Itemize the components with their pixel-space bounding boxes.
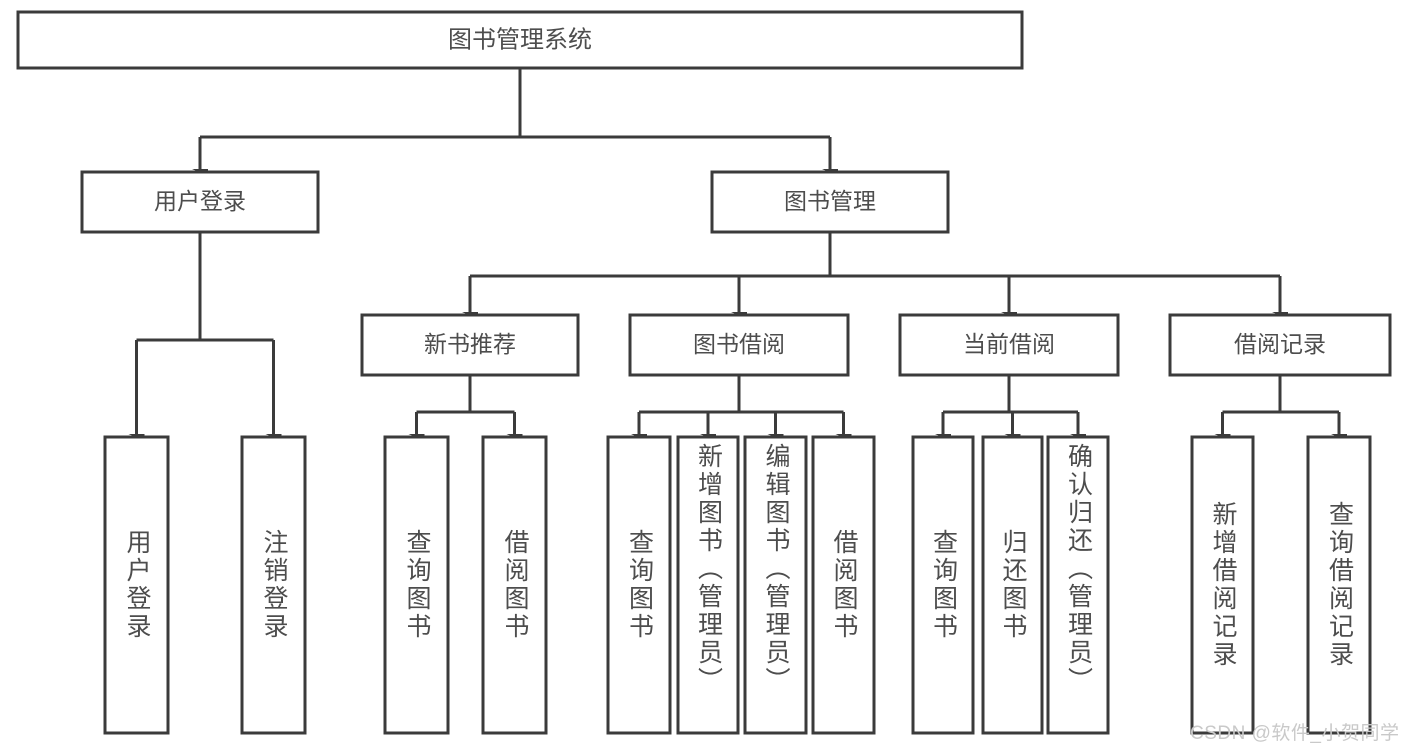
root-label-0: 图书管理系统 xyxy=(448,26,592,53)
leaf-box-11[interactable] xyxy=(1190,435,1255,735)
connectors-layer xyxy=(137,68,1340,435)
level2-box-1[interactable] xyxy=(710,170,950,234)
level2-label-0: 用户登录 xyxy=(154,188,246,214)
level3-box-1[interactable] xyxy=(628,313,850,377)
leaf-box-2[interactable] xyxy=(383,435,450,735)
boxes-layer xyxy=(16,10,1392,735)
level3-label-2: 当前借阅 xyxy=(963,331,1055,357)
leaf-box-5[interactable] xyxy=(676,435,740,735)
level3-label-3: 借阅记录 xyxy=(1234,331,1326,357)
leaf-box-1[interactable] xyxy=(240,435,307,735)
leaf-box-4[interactable] xyxy=(606,435,672,735)
level3-label-1: 图书借阅 xyxy=(693,331,785,357)
leaf-box-3[interactable] xyxy=(481,435,548,735)
csdn-watermark: CSDN @软件_小贺同学 xyxy=(1190,723,1400,744)
leaf-box-6[interactable] xyxy=(743,435,808,735)
level3-box-2[interactable] xyxy=(898,313,1120,377)
root-box-0[interactable] xyxy=(16,10,1024,70)
level2-label-1: 图书管理 xyxy=(784,188,876,214)
leaf-box-7[interactable] xyxy=(811,435,876,735)
leaf-box-0[interactable] xyxy=(103,435,170,735)
leaf-box-12[interactable] xyxy=(1306,435,1372,735)
leaf-box-9[interactable] xyxy=(981,435,1044,735)
level3-box-0[interactable] xyxy=(360,313,580,377)
level3-box-3[interactable] xyxy=(1168,313,1392,377)
leaf-box-8[interactable] xyxy=(911,435,975,735)
level3-label-0: 新书推荐 xyxy=(424,331,516,357)
level2-box-0[interactable] xyxy=(80,170,320,234)
leaf-box-10[interactable] xyxy=(1046,435,1110,735)
